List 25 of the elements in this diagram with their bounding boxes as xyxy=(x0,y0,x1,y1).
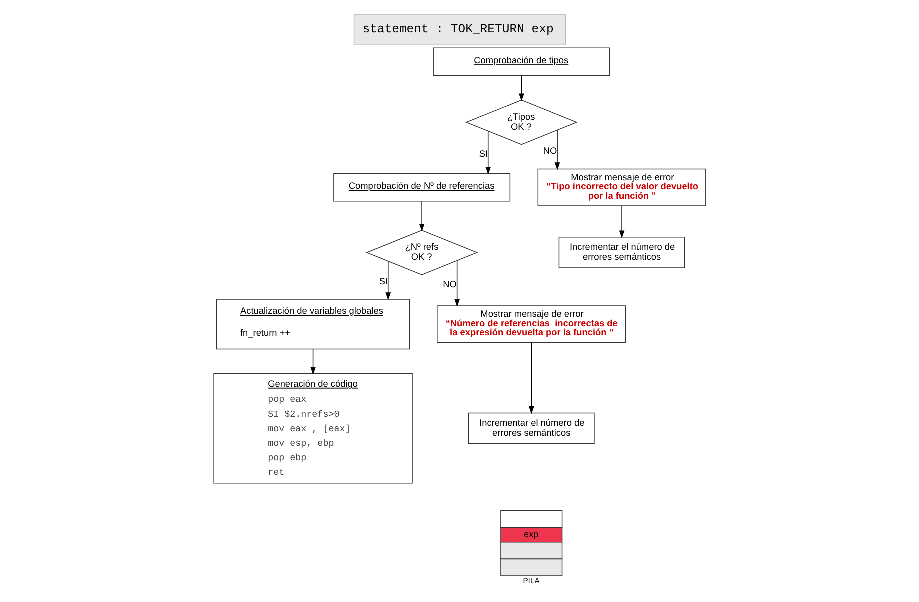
node-box: Comprobación de tipos xyxy=(432,48,610,76)
edge-label: SI xyxy=(478,148,488,159)
node-label: PILA xyxy=(522,576,540,586)
diagram-title: statement : TOK_RETURN exp xyxy=(362,22,554,37)
node-box: Incrementar el número de errores semánticos xyxy=(468,412,594,444)
arrow xyxy=(310,348,316,375)
arrow xyxy=(554,130,560,170)
arrow xyxy=(618,206,624,238)
node-diamond: ¿Tipos OK ? xyxy=(464,100,578,146)
edge-label: SI xyxy=(378,276,388,287)
arrow xyxy=(418,201,424,232)
node-box: Generación de código pop eax SI $2.nrefs>0 mov eax , [eax] mov esp, ebp pop ebp ret xyxy=(213,373,412,484)
node-box: Actualización de variables globales fn_return ++ xyxy=(216,299,410,350)
node-box: Incrementar el número de errores semánticos xyxy=(558,237,685,268)
arrow xyxy=(485,131,491,175)
edge-label: NO xyxy=(542,146,557,156)
edge-label: NO xyxy=(442,280,456,290)
node-box: Mostrar mensaje de error “Número de referencias incorrectas de la expresión devuelta por la función ” xyxy=(436,306,626,344)
arrow xyxy=(385,261,391,300)
node-box: Comprobación de Nº de referencias xyxy=(333,173,510,202)
arrow xyxy=(528,342,534,414)
node-box: Mostrar mensaje de error “Tipo incorrecto del valor devuelto por la función ” xyxy=(537,168,706,206)
node-diamond: ¿Nº refs OK ? xyxy=(365,230,478,276)
arrow xyxy=(454,260,460,307)
arrow xyxy=(518,76,524,102)
